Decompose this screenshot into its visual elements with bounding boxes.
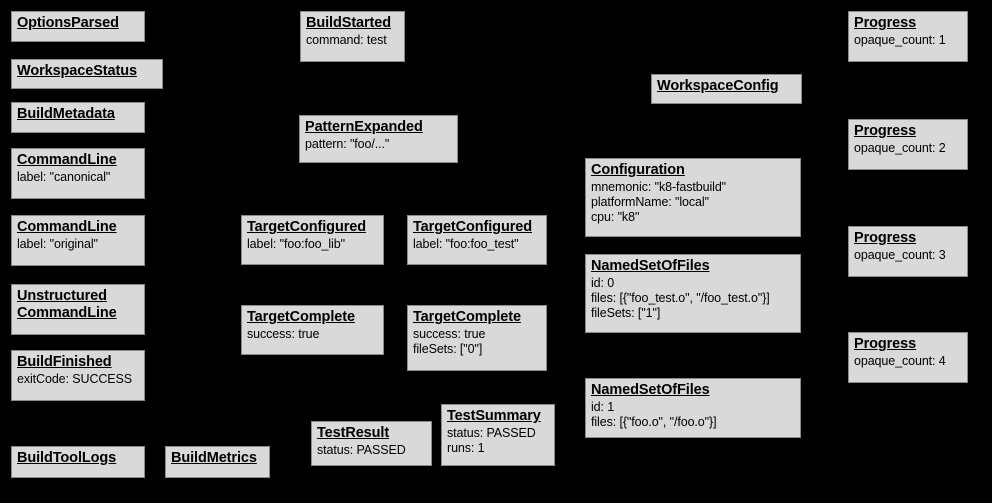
event-node-title: TargetComplete [247, 309, 355, 325]
event-node-progress-4[interactable]: Progress opaque_count: 4 [848, 332, 968, 383]
event-node-title: Progress [854, 15, 917, 31]
event-node-field: opaque_count: 4 [854, 354, 946, 369]
event-node-fields: opaque_count: 3 [854, 248, 962, 263]
event-node-title: NamedSetOfFiles [591, 382, 710, 398]
event-node-fields: label: "canonical" [17, 170, 139, 185]
event-node-field: id: 0 [591, 276, 615, 291]
event-node-title: Configuration [591, 162, 685, 178]
event-node-workspace-config[interactable]: WorkspaceConfig [651, 74, 802, 104]
event-node-command-line-canonical[interactable]: CommandLine label: "canonical" [11, 148, 145, 199]
event-node-title: Progress [854, 336, 917, 352]
event-node-field: success: true [413, 327, 486, 342]
event-node-field: status: PASSED [317, 443, 406, 458]
event-node-fields: label: "original" [17, 237, 139, 252]
event-node-title: CommandLine [17, 219, 117, 235]
event-node-field: pattern: "foo/..." [305, 137, 390, 152]
event-node-title: TargetConfigured [413, 219, 532, 235]
event-node-title: CommandLine [17, 152, 117, 168]
event-node-field: command: test [306, 33, 387, 48]
event-node-field: label: "canonical" [17, 170, 111, 185]
event-node-title: Progress [854, 123, 917, 139]
event-node-field: success: true [247, 327, 320, 342]
event-node-title: TargetComplete [413, 309, 521, 325]
event-node-progress-2[interactable]: Progress opaque_count: 2 [848, 119, 968, 170]
event-node-fields: label: "foo:foo_lib" [247, 237, 378, 252]
event-node-workspace-status[interactable]: WorkspaceStatus [11, 59, 163, 89]
event-node-fields: success: true [247, 327, 378, 342]
event-node-configuration[interactable]: Configuration mnemonic: "k8-fastbuild"pla… [585, 158, 801, 237]
event-node-field: status: PASSED [447, 426, 536, 441]
event-node-title: BuildStarted [306, 15, 392, 31]
event-node-build-metrics[interactable]: BuildMetrics [165, 446, 270, 478]
event-node-field: runs: 1 [447, 440, 485, 455]
event-node-title: WorkspaceStatus [17, 63, 137, 79]
event-node-field: opaque_count: 3 [854, 248, 946, 263]
event-node-title: TestResult [317, 425, 390, 441]
event-node-title: WorkspaceConfig [657, 78, 779, 94]
event-node-fields: exitCode: SUCCESS [17, 372, 139, 387]
event-node-unstructured-command-line[interactable]: Unstructured CommandLine [11, 284, 145, 335]
event-node-title: PatternExpanded [305, 119, 423, 135]
event-node-fields: opaque_count: 1 [854, 33, 962, 48]
event-node-progress-3[interactable]: Progress opaque_count: 3 [848, 226, 968, 277]
event-node-command-line-original[interactable]: CommandLine label: "original" [11, 215, 145, 266]
event-node-field: files: [{"foo.o", "/foo.o"}] [591, 414, 717, 429]
event-node-field: fileSets: ["1"] [591, 305, 661, 320]
event-node-title: TargetConfigured [247, 219, 366, 235]
event-node-title: BuildToolLogs [17, 450, 117, 466]
event-node-title: NamedSetOfFiles [591, 258, 710, 274]
event-node-fields: mnemonic: "k8-fastbuild"platformName: "l… [591, 180, 795, 224]
event-node-target-configured-foo-lib[interactable]: TargetConfigured label: "foo:foo_lib" [241, 215, 384, 265]
event-node-target-configured-foo-test[interactable]: TargetConfigured label: "foo:foo_test" [407, 215, 547, 265]
event-node-pattern-expanded[interactable]: PatternExpanded pattern: "foo/..." [299, 115, 458, 163]
event-node-build-tool-logs[interactable]: BuildToolLogs [11, 446, 145, 478]
event-node-fields: command: test [306, 33, 399, 48]
event-node-field: platformName: "local" [591, 194, 709, 209]
event-node-fields: opaque_count: 4 [854, 354, 962, 369]
event-node-fields: opaque_count: 2 [854, 141, 962, 156]
event-node-field: opaque_count: 1 [854, 33, 946, 48]
event-node-target-complete-lib[interactable]: TargetComplete success: true [241, 305, 384, 355]
event-node-field: opaque_count: 2 [854, 141, 946, 156]
event-node-title: BuildMetadata [17, 106, 115, 122]
event-node-title: Unstructured CommandLine [17, 288, 117, 322]
event-node-field: fileSets: ["0"] [413, 341, 483, 356]
event-node-field: label: "foo:foo_test" [413, 237, 519, 252]
event-node-fields: status: PASSED [317, 443, 426, 458]
event-node-options-parsed[interactable]: OptionsParsed [11, 11, 145, 42]
event-node-field: files: [{"foo_test.o", "/foo_test.o"}] [591, 290, 770, 305]
event-node-field: label: "foo:foo_lib" [247, 237, 345, 252]
event-node-field: label: "original" [17, 237, 98, 252]
event-node-field: mnemonic: "k8-fastbuild" [591, 180, 727, 195]
event-node-field: cpu: "k8" [591, 209, 640, 224]
event-node-progress-1[interactable]: Progress opaque_count: 1 [848, 11, 968, 62]
event-node-field: id: 1 [591, 400, 615, 415]
event-node-build-metadata[interactable]: BuildMetadata [11, 102, 145, 133]
event-node-build-finished[interactable]: BuildFinished exitCode: SUCCESS [11, 350, 145, 401]
event-node-title: OptionsParsed [17, 15, 119, 31]
event-node-title: BuildMetrics [171, 450, 257, 466]
event-node-field: exitCode: SUCCESS [17, 372, 133, 387]
event-node-fields: pattern: "foo/..." [305, 137, 452, 152]
event-node-title: BuildFinished [17, 354, 112, 370]
event-node-build-started[interactable]: BuildStarted command: test [300, 11, 405, 62]
event-node-title: TestSummary [447, 408, 541, 424]
event-node-fields: label: "foo:foo_test" [413, 237, 541, 252]
event-node-test-result[interactable]: TestResult status: PASSED [311, 421, 432, 466]
event-node-title: Progress [854, 230, 917, 246]
